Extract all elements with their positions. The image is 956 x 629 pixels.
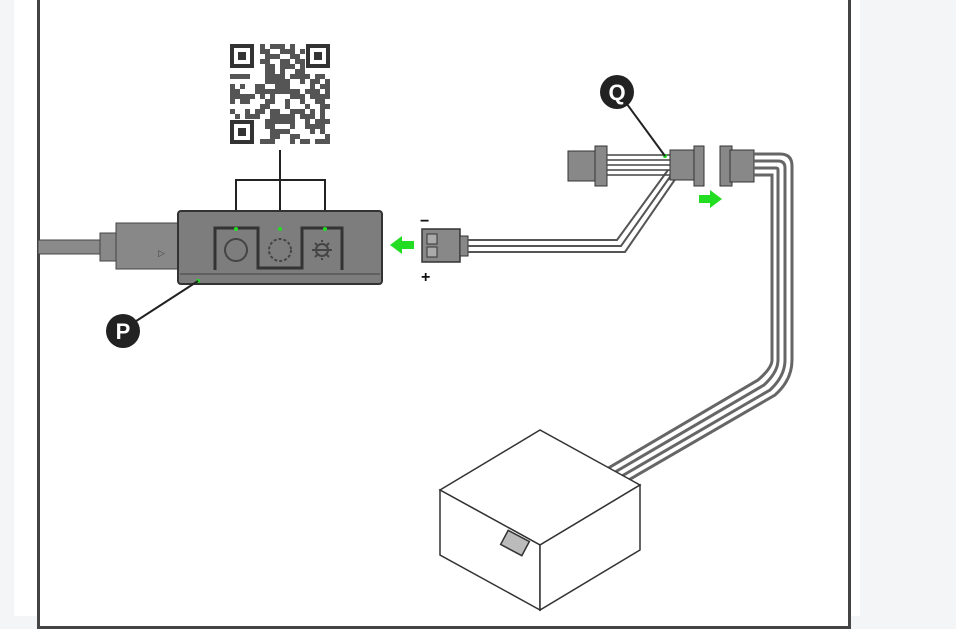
- psu-connector: [719, 145, 755, 187]
- speed-button-icon: [268, 238, 292, 262]
- mode-button-icon: [224, 238, 248, 262]
- callout-p-badge: [106, 314, 140, 348]
- installation-diagram: ▷ P − + Q: [37, 42, 794, 612]
- polarity-plus: +: [421, 269, 430, 286]
- svg-text:▷: ▷: [158, 248, 165, 258]
- callout-p-label: P: [116, 319, 131, 344]
- qr-code: [228, 42, 332, 146]
- controller-hub: [177, 210, 383, 285]
- splitter-cable: [468, 169, 677, 253]
- brightness-icon: [312, 240, 332, 260]
- psu-cable: [604, 152, 794, 487]
- power-supply-unit: [438, 429, 642, 612]
- insert-arrow-right-icon: [699, 190, 722, 208]
- callout-q-label: Q: [608, 80, 625, 105]
- insert-arrow-left-icon: [390, 236, 414, 254]
- sata-splitter: [567, 145, 705, 187]
- usb-cable: ▷: [37, 222, 179, 270]
- rgb-connector: [421, 228, 469, 263]
- power-socket-icon: [499, 529, 531, 557]
- callout-q-badge: [600, 75, 634, 109]
- polarity-minus: −: [420, 213, 429, 230]
